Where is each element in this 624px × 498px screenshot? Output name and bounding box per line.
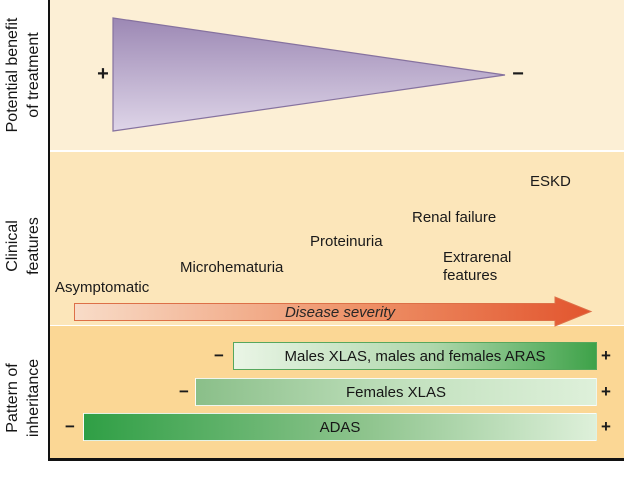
bar-males-minus-sign: − — [214, 346, 224, 365]
feature-label-proteinuria: Proteinuria — [310, 233, 383, 250]
inheritance-bar-females-xlas: Females XLAS — [195, 378, 597, 406]
disease-severity-arrow-label: Disease severity — [284, 304, 396, 321]
benefit-low-minus-sign: − — [512, 63, 524, 85]
feature-label-asymptomatic: Asymptomatic — [55, 279, 150, 296]
feature-label-extrarenal-features: Extrarenal features — [443, 249, 512, 284]
feature-label-eskd: ESKD — [530, 173, 571, 190]
bar-adas-minus-sign: − — [65, 417, 75, 436]
disease-severity-arrow — [74, 296, 593, 327]
treatment-benefit-wedge — [112, 17, 506, 132]
inheritance-bar-males-xlas-aras: Males XLAS, males and females ARAS — [233, 342, 597, 370]
left-axis-line — [48, 0, 50, 458]
inheritance-bar-adas-label: ADAS — [319, 418, 361, 436]
feature-label-microhematuria: Microhematuria — [180, 259, 284, 276]
row-label-pattern-of-inheritance: Pattern of inheritance — [4, 358, 42, 438]
bar-adas-plus-sign: + — [601, 417, 611, 436]
inheritance-bar-adas: ADAS — [83, 413, 597, 441]
section-clinical-features — [50, 152, 624, 325]
benefit-high-plus-sign: + — [97, 63, 109, 85]
bar-males-plus-sign: + — [601, 346, 611, 365]
inheritance-bar-females-xlas-label: Females XLAS — [345, 383, 447, 401]
bar-females-plus-sign: + — [601, 382, 611, 401]
inheritance-bar-males-xlas-aras-label: Males XLAS, males and females ARAS — [284, 347, 546, 365]
feature-label-renal-failure: Renal failure — [412, 209, 497, 226]
bottom-axis-line — [48, 458, 624, 461]
alport-syndrome-severity-figure: Potential benefit of treatment Clinical … — [4, 0, 624, 461]
bar-females-minus-sign: − — [179, 382, 189, 401]
